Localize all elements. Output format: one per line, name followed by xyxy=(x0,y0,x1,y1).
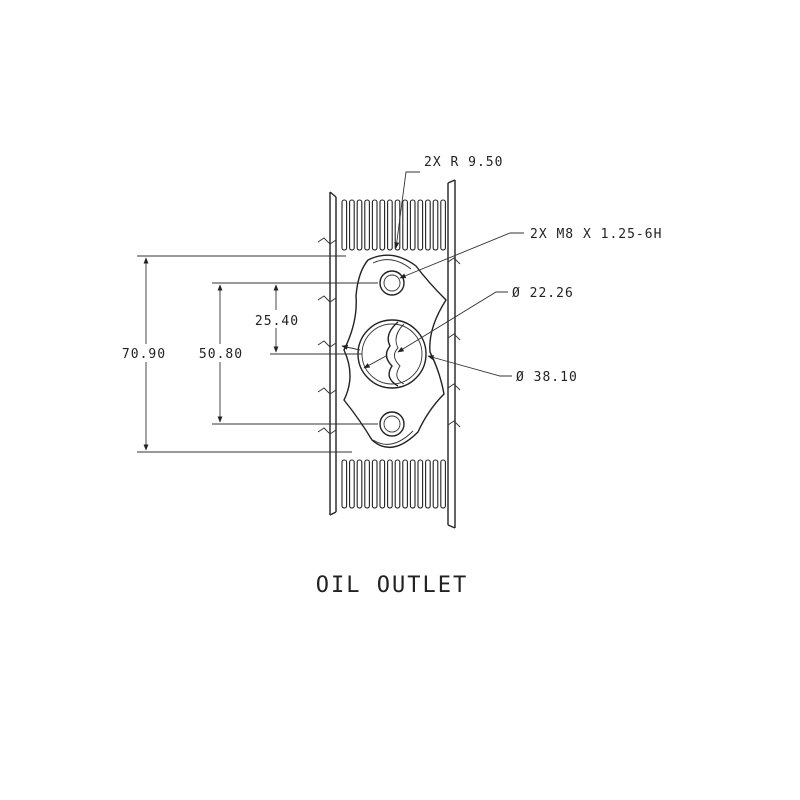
cooling-fin xyxy=(440,459,446,509)
cooling-fin xyxy=(349,199,355,251)
bolt-hole-top xyxy=(379,270,405,296)
cooling-fin xyxy=(425,199,431,251)
cooling-fin xyxy=(379,459,386,509)
callout-bore-outer: Ø 38.10 xyxy=(341,344,578,385)
cooling-fin xyxy=(440,199,446,251)
central-bore xyxy=(357,319,427,389)
callout-thread-label: 2X M8 X 1.25-6H xyxy=(530,227,662,242)
cooling-fin xyxy=(387,199,393,251)
dimension-overall: 70.90 xyxy=(112,255,352,453)
callout-radius: 2X R 9.50 xyxy=(394,155,503,249)
cooling-fin xyxy=(364,199,370,251)
dimension-hole-spacing-label: 50.80 xyxy=(199,347,243,362)
callout-thread: 2X M8 X 1.25-6H xyxy=(399,227,662,279)
cooling-fin xyxy=(379,199,386,251)
callout-bore-inner: Ø 22.26 xyxy=(363,286,574,369)
callout-radius-label: 2X R 9.50 xyxy=(424,155,503,170)
callout-bore-inner-label: Ø 22.26 xyxy=(512,286,574,301)
housing-body xyxy=(317,179,461,529)
cooling-fin xyxy=(425,459,431,509)
cooling-fin xyxy=(364,459,370,509)
cooling-fin xyxy=(356,459,363,509)
cooling-fin xyxy=(341,199,348,251)
cooling-fin xyxy=(409,199,416,251)
cooling-fin xyxy=(417,459,424,509)
cooling-fin xyxy=(394,459,401,509)
dimension-half-spacing-label: 25.40 xyxy=(255,314,299,329)
cooling-fin xyxy=(402,459,408,509)
bolt-hole-bottom xyxy=(379,411,405,437)
cooling-fin xyxy=(371,199,378,251)
cooling-fin xyxy=(409,459,416,509)
dimension-hole-spacing: 50.80 xyxy=(190,282,378,425)
cooling-fin xyxy=(349,459,355,509)
cooling-fin xyxy=(432,459,439,509)
cooling-fin xyxy=(417,199,424,251)
cooling-fin xyxy=(387,459,393,509)
dimension-half-spacing: 25.40 xyxy=(246,284,362,355)
cooling-fin xyxy=(356,199,363,251)
outlet-flange xyxy=(343,254,447,449)
cooling-fin xyxy=(394,199,401,251)
cooling-fin xyxy=(432,199,439,251)
cooling-fin xyxy=(371,459,378,509)
cooling-fin xyxy=(402,199,408,251)
drawing-caption: OIL OUTLET xyxy=(316,573,468,598)
callout-bore-outer-label: Ø 38.10 xyxy=(516,370,578,385)
dimension-overall-label: 70.90 xyxy=(122,347,166,362)
cooling-fins-top xyxy=(341,199,446,251)
cooling-fin xyxy=(341,459,348,509)
cooling-fins-bottom xyxy=(341,459,446,509)
